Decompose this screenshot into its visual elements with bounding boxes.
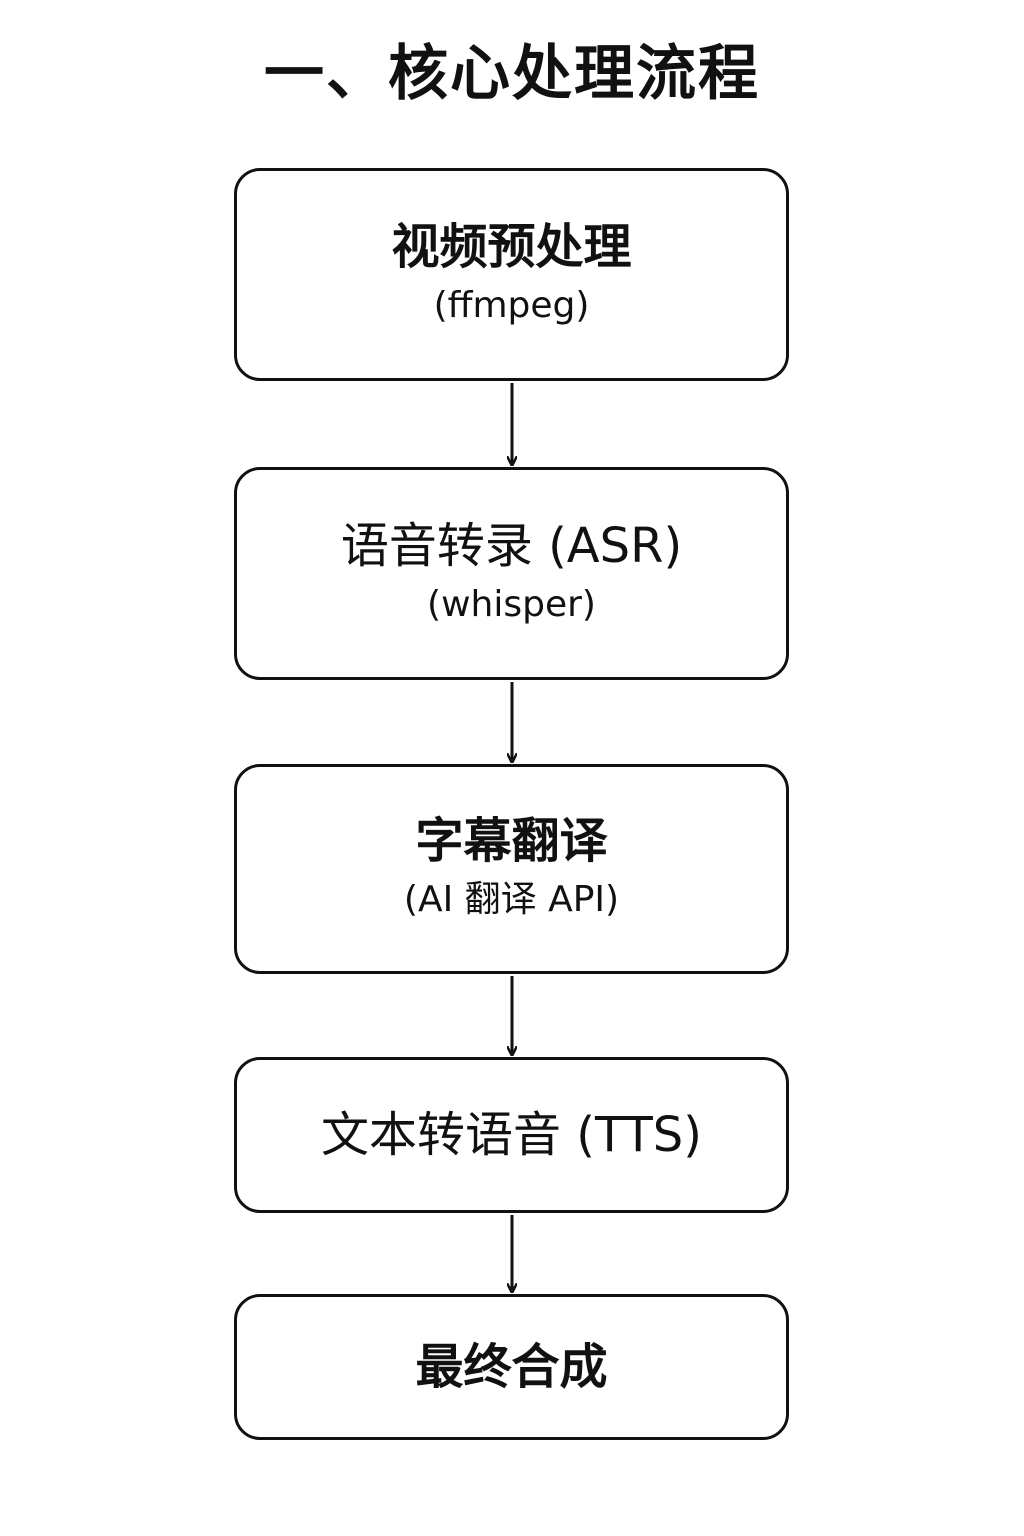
step-subtitle-translation: 字幕翻译 (AI 翻译 API) — [234, 764, 789, 974]
step-subtitle: (whisper) — [427, 583, 596, 625]
step-title: 文本转语音 (TTS) — [321, 1107, 702, 1163]
step-asr: 语音转录 (ASR) (whisper) — [234, 467, 789, 680]
diagram-title: 一、核心处理流程 — [264, 39, 760, 109]
step-title: 视频预处理 — [391, 218, 632, 275]
step-final-compose: 最终合成 — [234, 1294, 789, 1440]
step-video-preprocess: 视频预处理 (ffmpeg) — [234, 168, 789, 381]
step-subtitle: (ffmpeg) — [433, 284, 590, 326]
step-title: 最终合成 — [415, 1339, 608, 1395]
step-subtitle: (AI 翻译 API) — [403, 879, 620, 920]
step-title: 语音转录 (ASR) — [340, 517, 683, 574]
step-tts: 文本转语音 (TTS) — [234, 1057, 789, 1213]
step-title: 字幕翻译 — [415, 813, 608, 869]
